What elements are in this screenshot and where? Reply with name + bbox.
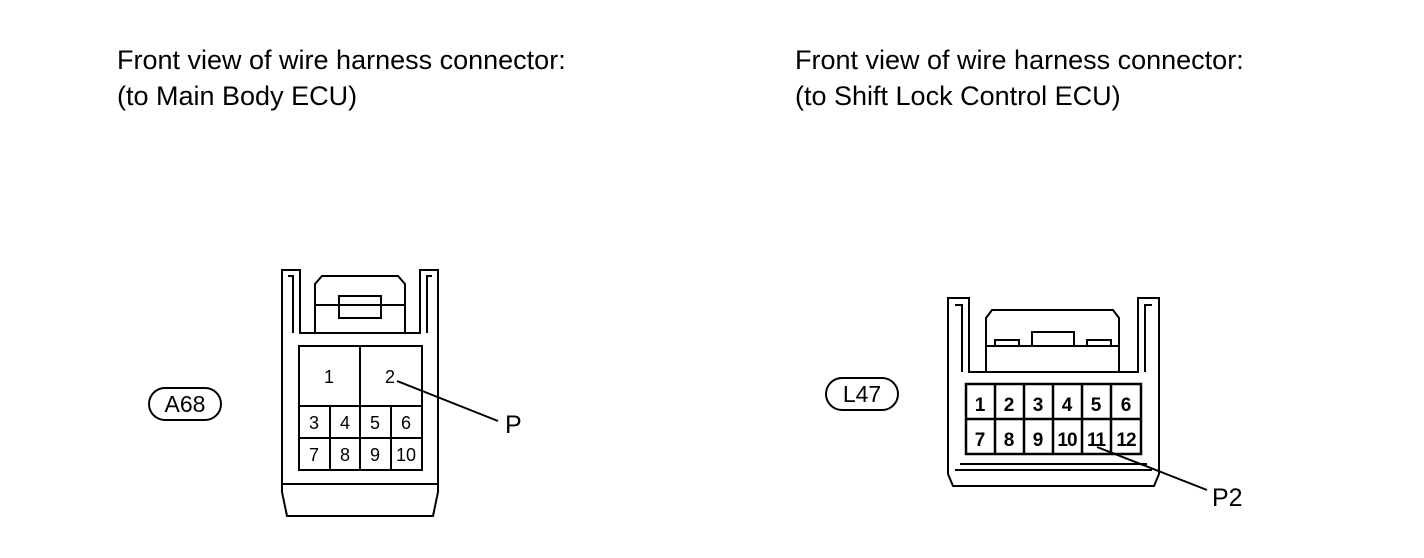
pin-label-6: 6	[1121, 395, 1132, 416]
right-connector-code: L47	[843, 381, 881, 407]
left-connector-code: A68	[165, 391, 206, 417]
left-side-post-left	[288, 275, 294, 333]
left-title-line1: Front view of wire harness connector:	[117, 45, 566, 75]
pin-label-4: 4	[1062, 395, 1073, 416]
right-callout-leader	[1096, 446, 1208, 491]
pin-label-12: 12	[1116, 430, 1136, 451]
right-side-post-left	[955, 304, 963, 372]
left-side-post-right	[426, 275, 432, 333]
pin-label-10: 10	[1057, 430, 1077, 451]
left-title-line2: (to Main Body ECU)	[117, 81, 358, 111]
right-connector: 1 2 3 4 5 6 7 8 9 10 11 12 P2 L47	[825, 297, 1243, 512]
right-lock-latch	[1031, 331, 1075, 347]
pin-label-5: 5	[1091, 395, 1102, 416]
left-lock-tab	[314, 275, 406, 333]
pin-label-3: 3	[309, 413, 319, 433]
pin-label-2: 2	[385, 367, 395, 387]
right-connector-body	[947, 297, 1160, 487]
pin-label-11: 11	[1087, 430, 1107, 451]
right-title-line1: Front view of wire harness connector:	[795, 45, 1244, 75]
left-lock-latch	[338, 295, 382, 319]
pin-label-5: 5	[370, 413, 380, 433]
pin-label-7: 7	[975, 430, 986, 451]
left-callout-label: P	[505, 411, 522, 439]
pin-label-4: 4	[340, 413, 350, 433]
pin-label-1: 1	[975, 395, 986, 416]
left-connector-title: Front view of wire harness connector: (t…	[117, 42, 566, 114]
right-connector-code-badge	[825, 377, 899, 411]
pin-label-3: 3	[1033, 395, 1044, 416]
right-callout-label: P2	[1212, 484, 1243, 512]
right-connector-title: Front view of wire harness connector: (t…	[795, 42, 1244, 114]
left-connector-code-badge	[148, 387, 222, 421]
pin-label-10: 10	[396, 445, 416, 465]
pin-label-1: 1	[324, 367, 334, 387]
pin-label-8: 8	[340, 445, 350, 465]
right-title-line2: (to Shift Lock Control ECU)	[795, 81, 1121, 111]
right-lock-tab	[985, 309, 1120, 372]
left-callout-leader	[396, 380, 499, 422]
pin-label-6: 6	[401, 413, 411, 433]
pin-label-8: 8	[1004, 430, 1015, 451]
right-lock-rib-left	[994, 339, 1020, 347]
pin-label-2: 2	[1004, 395, 1015, 416]
right-side-post-right	[1144, 304, 1152, 372]
pin-label-9: 9	[370, 445, 380, 465]
left-connector: 1 2 3 4 5 6 7 8 9 10 P A68	[148, 269, 522, 517]
right-lock-rib-right	[1086, 339, 1112, 347]
left-connector-body	[281, 269, 439, 517]
pin-label-7: 7	[309, 445, 319, 465]
pin-label-9: 9	[1033, 430, 1044, 451]
